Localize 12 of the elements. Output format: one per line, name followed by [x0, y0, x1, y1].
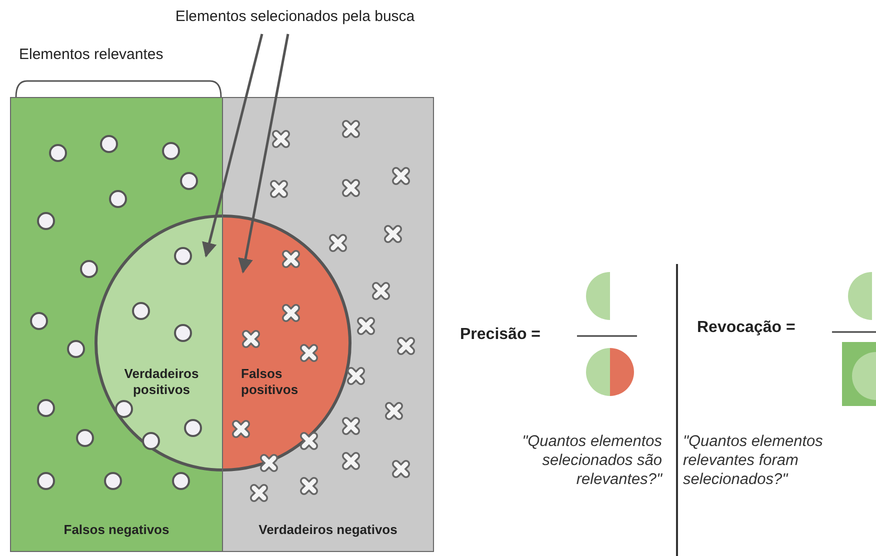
- formula-label: Revocação =: [697, 319, 796, 337]
- question-text: "Quantos elementos relevantes foram selecionados?": [683, 432, 824, 489]
- callout-text: Elementos selecionados pela busca: [170, 8, 420, 25]
- region-label: Falsos positivos: [241, 366, 300, 398]
- question-text: "Quantos elementos selecionados são relevantes?": [521, 432, 662, 489]
- region-caption: Elementos relevantes: [19, 46, 164, 63]
- region-label: Verdadeiros positivos: [123, 366, 200, 398]
- region-label: Verdadeiros negativos: [258, 522, 398, 537]
- arrow: [202, 34, 264, 258]
- region-label: Falsos negativos: [62, 522, 170, 537]
- formula-label: Precisão =: [460, 326, 540, 344]
- arrow: [238, 34, 290, 274]
